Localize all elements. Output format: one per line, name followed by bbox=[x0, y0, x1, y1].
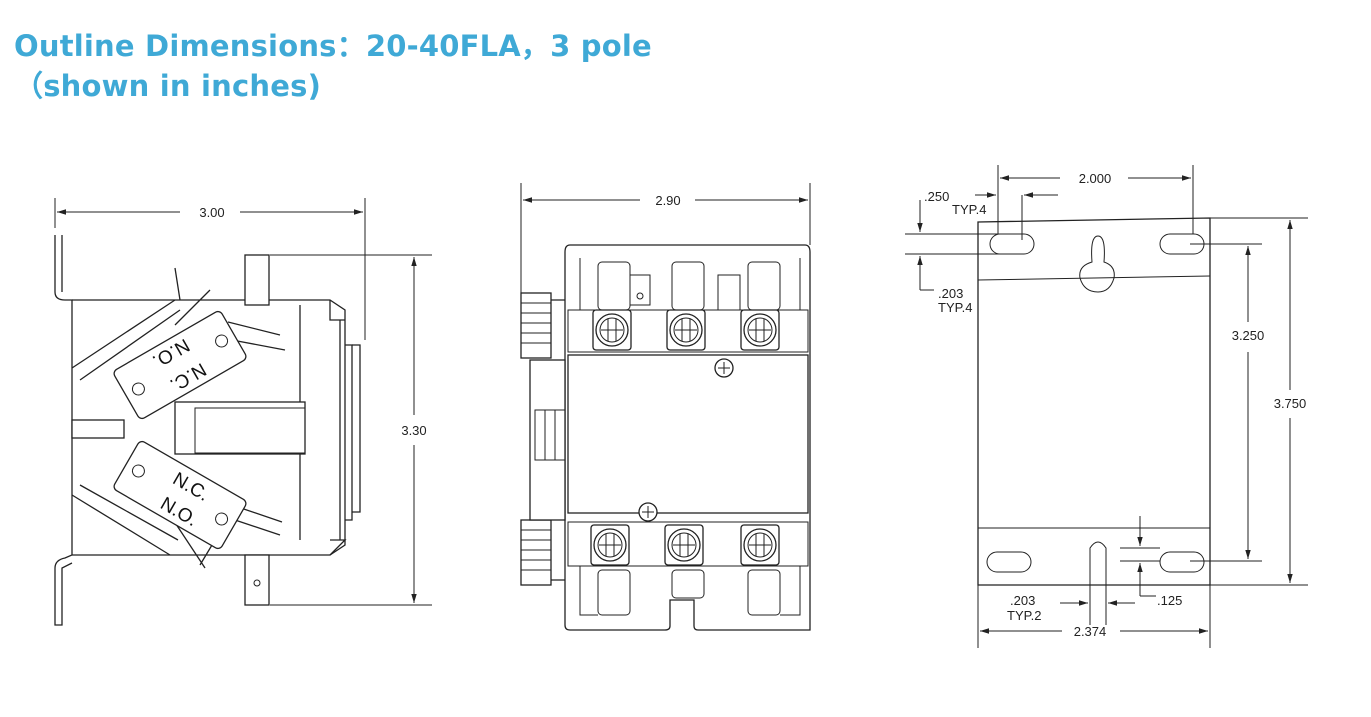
side-height-label: 3.30 bbox=[401, 423, 426, 438]
title-line-1: Outline Dimensions：20-40FLA，3 pole bbox=[14, 29, 652, 63]
mount-slot-top-left bbox=[989, 233, 1035, 255]
slot-width-dimension: .203 TYP.4 bbox=[905, 200, 1020, 315]
terminal-screw-top-3 bbox=[740, 309, 780, 351]
overall-width-dimension: 2.374 bbox=[977, 585, 1211, 648]
top-offset-label: .250 bbox=[924, 189, 949, 204]
outer-height-dimension: 3.750 bbox=[1210, 217, 1308, 586]
aux-block-top bbox=[520, 292, 552, 359]
outer-height-label: 3.750 bbox=[1274, 396, 1307, 411]
mount-view: 2.000 .250 TYP.4 .203 TYP.4 3.250 bbox=[905, 165, 1308, 648]
hole-spacing-label: 2.000 bbox=[1079, 171, 1112, 186]
slot-width-note: TYP.4 bbox=[938, 300, 972, 315]
side-housing bbox=[72, 299, 346, 556]
plate-tab bbox=[71, 419, 125, 439]
terminal-screw-bottom-1 bbox=[590, 524, 630, 566]
hole-spacing-dimension: 2.000 bbox=[997, 165, 1194, 234]
bottom-slot-note: TYP.2 bbox=[1007, 608, 1041, 623]
title-line-2: （shown in inches) bbox=[14, 69, 322, 103]
bottom-offset-dimension: .125 bbox=[1120, 516, 1182, 608]
mount-slot-bottom-left bbox=[986, 551, 1032, 573]
bottom-micro-switch bbox=[113, 440, 247, 550]
keyhole bbox=[1079, 235, 1115, 293]
terminal-screw-top-2 bbox=[666, 309, 706, 351]
top-offset-note: TYP.4 bbox=[952, 202, 986, 217]
terminal-screw-bottom-3 bbox=[740, 524, 780, 566]
overall-width-label: 2.374 bbox=[1074, 624, 1107, 639]
bottom-slot-dimension: .203 TYP.2 bbox=[1007, 585, 1135, 625]
bottom-slot-label: .203 bbox=[1010, 593, 1035, 608]
side-view: 3.00 3.30 bbox=[54, 198, 432, 626]
mount-plate bbox=[977, 217, 1211, 586]
front-width-label: 2.90 bbox=[655, 193, 680, 208]
front-housing bbox=[564, 244, 811, 631]
bottom-offset-label: .125 bbox=[1157, 593, 1182, 608]
slot-width-label: .203 bbox=[938, 286, 963, 301]
top-offset-dimension: .250 TYP.4 bbox=[924, 189, 1058, 240]
bottom-notch bbox=[1089, 541, 1107, 585]
page-title: Outline Dimensions：20-40FLA，3 pole （show… bbox=[14, 26, 652, 106]
coil-window bbox=[174, 401, 306, 455]
mount-slot-bottom-right bbox=[1159, 551, 1205, 573]
front-view: 2.90 bbox=[520, 183, 811, 631]
mounting-plate bbox=[54, 235, 73, 626]
front-width-dimension: 2.90 bbox=[520, 183, 811, 305]
top-terminal bbox=[244, 254, 270, 306]
side-height-dimension: 3.30 bbox=[270, 254, 432, 606]
inner-height-dimension: 3.250 bbox=[1190, 243, 1265, 562]
inner-height-label: 3.250 bbox=[1232, 328, 1265, 343]
top-micro-switch bbox=[113, 310, 247, 420]
side-width-label: 3.00 bbox=[199, 205, 224, 220]
terminal-screw-bottom-2 bbox=[664, 524, 704, 566]
coil-cover bbox=[567, 354, 809, 514]
side-width-dimension: 3.00 bbox=[54, 198, 366, 340]
terminal-screw-top-1 bbox=[592, 309, 632, 351]
